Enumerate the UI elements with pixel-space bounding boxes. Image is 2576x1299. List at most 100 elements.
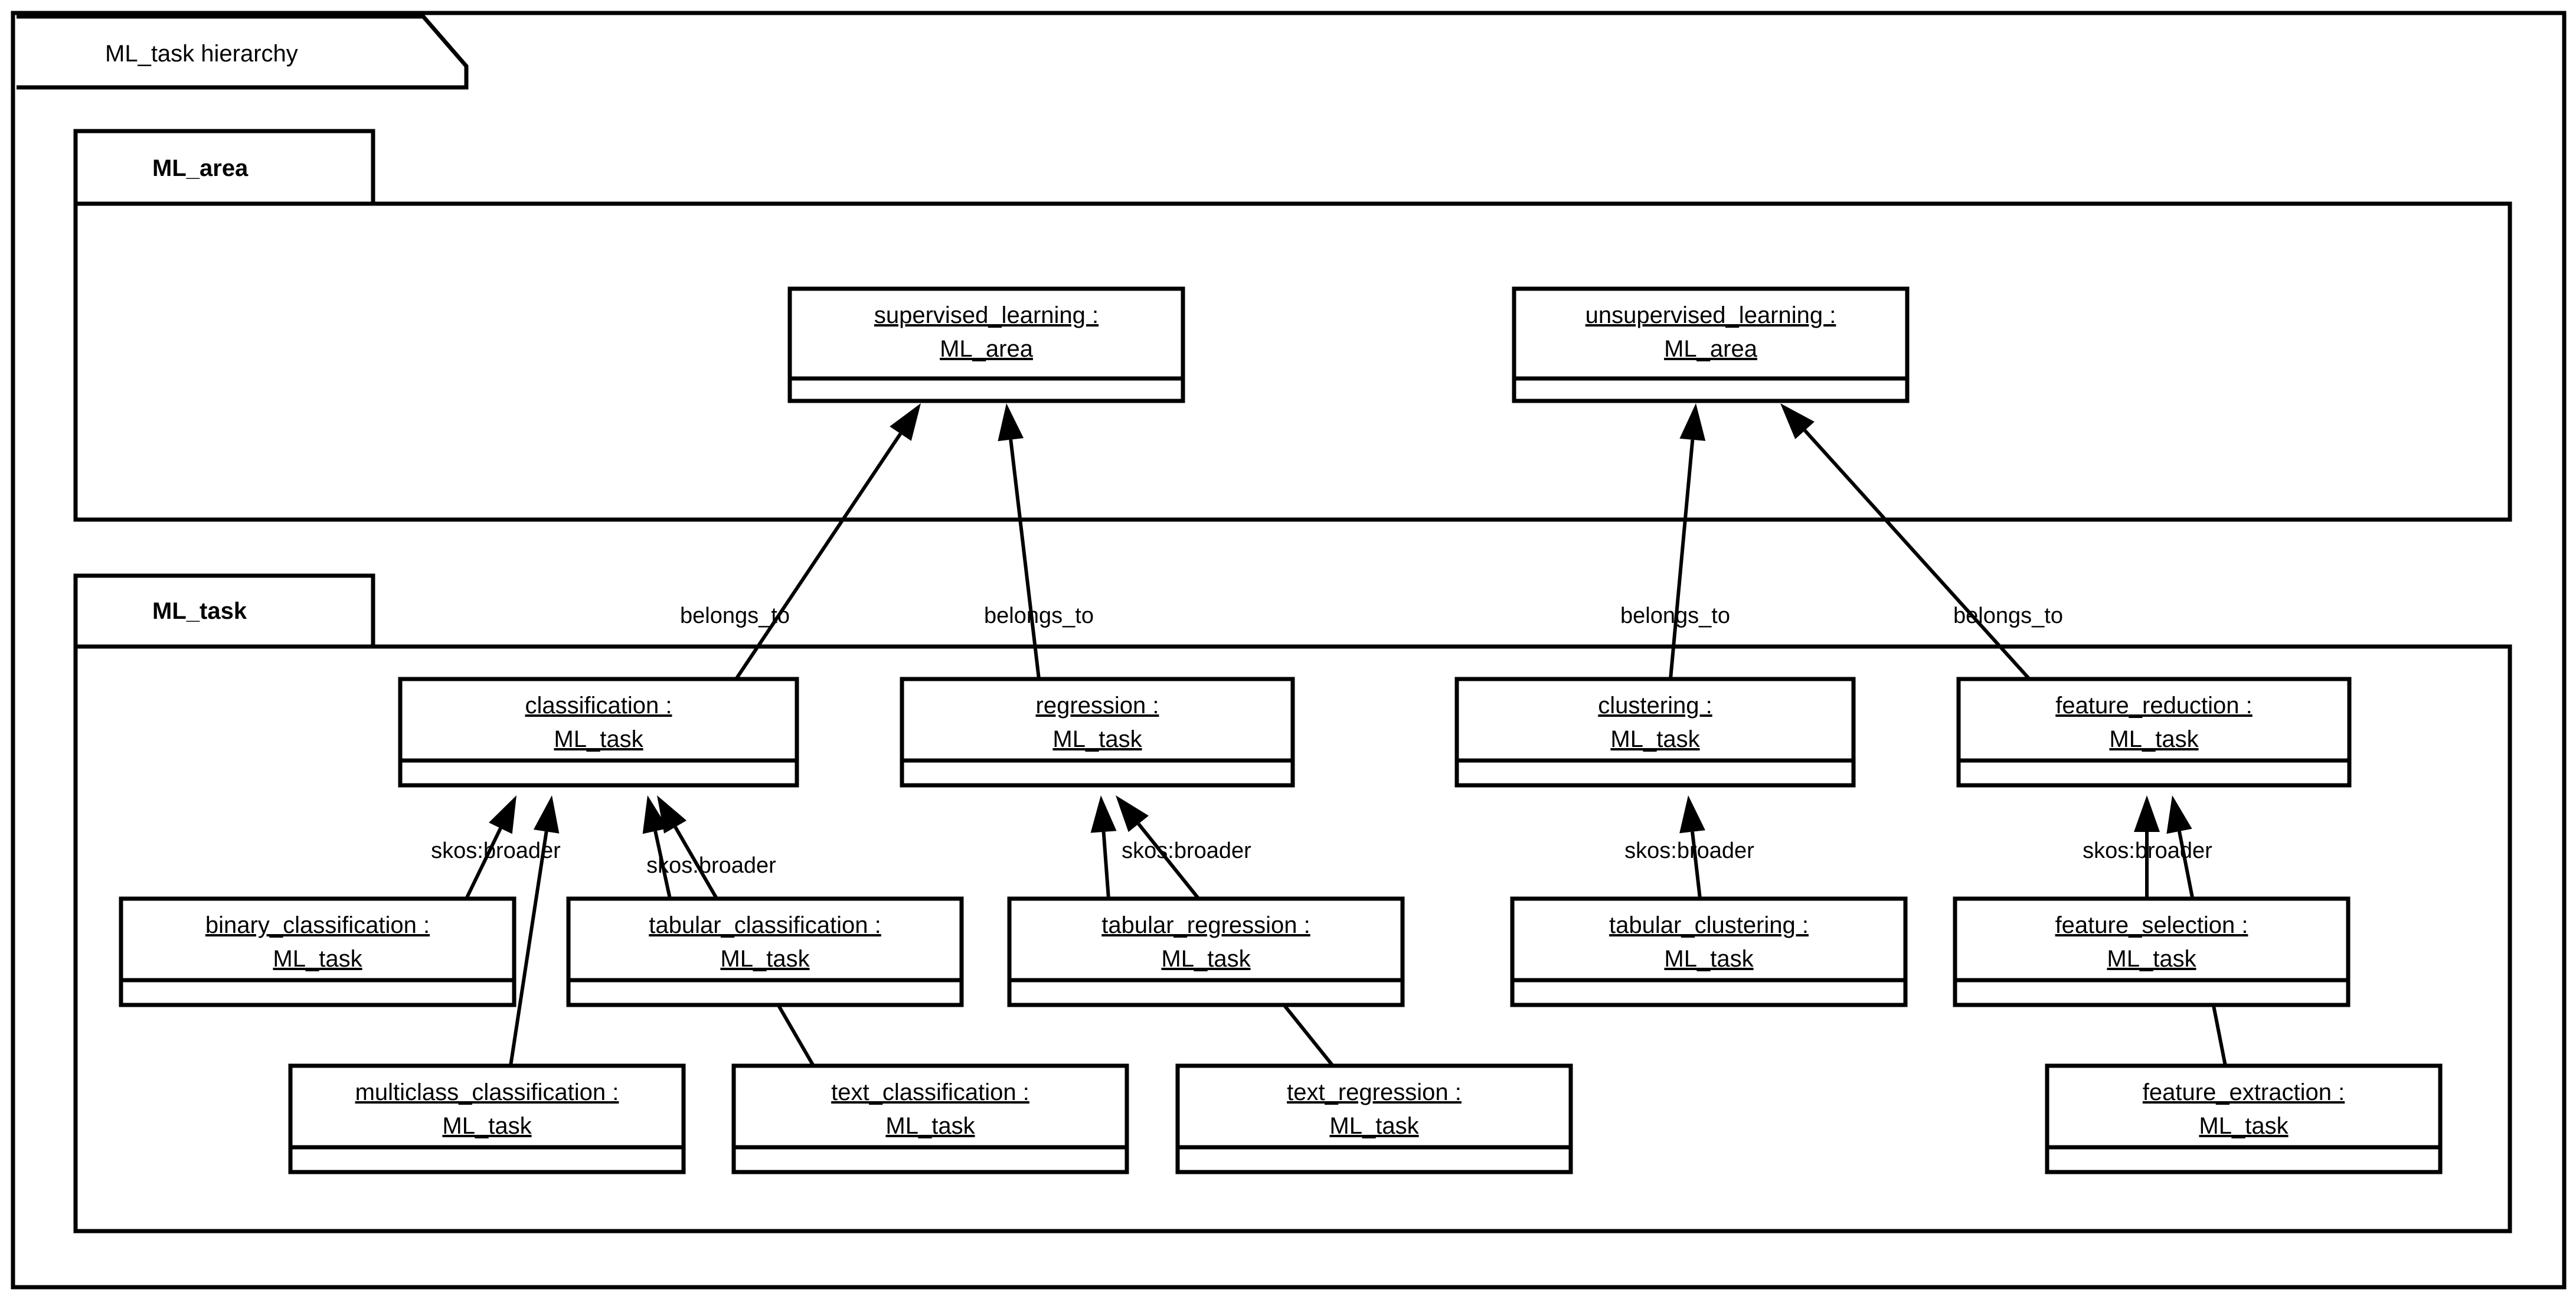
node-box[interactable] — [398, 677, 799, 788]
node-instance-name: multiclass_classification : — [355, 1079, 619, 1105]
edge-label: belongs_to — [1953, 603, 2063, 628]
node-type-name: ML_area — [940, 336, 1034, 362]
node-instance-name: text_regression : — [1287, 1079, 1462, 1105]
package-ml-area-label: ML_area — [152, 155, 249, 181]
edge-line — [1009, 439, 1041, 680]
node-instance-name: tabular_classification : — [649, 912, 881, 938]
object-node-text_classification[interactable]: text_classification : ML_task — [731, 1063, 1129, 1174]
edge-label: skos:broader — [646, 853, 776, 878]
node-box[interactable] — [1007, 896, 1405, 1007]
node-type-name: ML_task — [2199, 1113, 2289, 1139]
node-type-name: ML_task — [273, 946, 362, 972]
object-node-feature_reduction[interactable]: feature_reduction : ML_task — [1956, 677, 2352, 788]
arrow-head-icon — [890, 403, 921, 441]
node-instance-name: regression : — [1036, 693, 1159, 719]
node-box[interactable] — [1454, 677, 1856, 788]
node-box[interactable] — [731, 1063, 1129, 1174]
node-box[interactable] — [1956, 677, 2352, 788]
edge-label: skos:broader — [1122, 838, 1251, 863]
edge-tabular_clustering-to-clustering — [1679, 795, 1705, 899]
object-node-tabular_classification[interactable]: tabular_classification : ML_task — [566, 896, 964, 1007]
object-node-text_regression[interactable]: text_regression : ML_task — [1175, 1063, 1573, 1174]
edge-tabular_classification-to-classification — [642, 795, 672, 899]
package-ml-task: ML_task — [73, 573, 2512, 1233]
node-box[interactable] — [787, 286, 1185, 403]
node-instance-name: feature_selection : — [2055, 912, 2248, 938]
arrow-head-icon — [657, 795, 687, 834]
node-instance-name: tabular_clustering : — [1609, 912, 1809, 938]
edge-label: belongs_to — [984, 603, 1094, 628]
arrow-head-icon — [1780, 403, 1815, 439]
edge-line — [1101, 831, 1110, 899]
arrow-head-icon — [533, 795, 560, 834]
node-instance-name: clustering : — [1598, 693, 1712, 719]
arrow-head-icon — [998, 403, 1024, 442]
edge-label: skos:broader — [2083, 838, 2212, 863]
node-type-name: ML_task — [1664, 946, 1754, 972]
node-instance-name: text_classification : — [831, 1079, 1029, 1105]
node-instance-name: unsupervised_learning : — [1586, 302, 1836, 328]
arrow-head-icon — [2166, 795, 2192, 834]
node-type-name: ML_task — [885, 1113, 975, 1139]
node-type-name: ML_area — [1664, 336, 1758, 362]
object-node-tabular_clustering[interactable]: tabular_clustering : ML_task — [1510, 896, 1908, 1007]
node-instance-name: tabular_regression : — [1101, 912, 1310, 938]
node-type-name: ML_task — [2109, 726, 2199, 752]
frame-title-tab — [17, 14, 469, 90]
node-box[interactable] — [1512, 286, 1910, 403]
object-node-tabular_regression[interactable]: tabular_regression : ML_task — [1007, 896, 1405, 1007]
arrow-head-icon — [1116, 795, 1149, 833]
package-ml-task-body — [73, 644, 2512, 1233]
arrow-head-icon — [1090, 795, 1117, 833]
node-type-name: ML_task — [1329, 1113, 1419, 1139]
node-instance-name: feature_reduction : — [2055, 693, 2253, 719]
edge-label: belongs_to — [680, 603, 790, 628]
object-node-classification[interactable]: classification :ML_task — [398, 677, 799, 788]
object-node-feature_selection[interactable]: feature_selection :ML_task — [1953, 896, 2351, 1007]
node-box[interactable] — [566, 896, 964, 1007]
node-box[interactable] — [900, 677, 1295, 788]
edge-classification-to-supervised_learning — [734, 403, 921, 680]
object-node-binary_classification[interactable]: binary_classification : ML_task — [119, 896, 516, 1007]
arrow-head-icon — [1679, 795, 1705, 834]
nodes-layer: supervised_learning :ML_areaunsupervised… — [119, 286, 2443, 1174]
edge-regression-to-supervised_learning — [998, 403, 1041, 680]
edge-line — [734, 432, 902, 680]
node-box[interactable] — [288, 1063, 686, 1174]
arrow-head-icon — [2134, 795, 2160, 832]
node-type-name: ML_task — [1052, 726, 1142, 752]
node-instance-name: feature_extraction : — [2143, 1079, 2345, 1105]
frame-border — [11, 11, 2567, 1290]
node-instance-name: supervised_learning : — [874, 302, 1099, 328]
edge-line — [653, 830, 672, 899]
edge-multiclass_classification-to-classification — [509, 795, 560, 1066]
node-type-name: ML_task — [1161, 946, 1251, 972]
edge-line — [1669, 439, 1695, 680]
node-instance-name: binary_classification : — [205, 912, 430, 938]
node-type-name: ML_task — [720, 946, 810, 972]
edge-line — [509, 831, 548, 1066]
node-type-name: ML_task — [442, 1113, 532, 1139]
object-node-clustering[interactable]: clustering : ML_task — [1454, 677, 1856, 788]
frame-title-label: ML_task hierarchy — [105, 41, 298, 67]
object-node-regression[interactable]: regression : ML_task — [900, 677, 1295, 788]
object-node-feature_extraction[interactable]: feature_extraction : ML_task — [2045, 1063, 2443, 1174]
node-box[interactable] — [2045, 1063, 2443, 1174]
node-type-name: ML_task — [1610, 726, 1700, 752]
object-node-multiclass_classification[interactable]: multiclass_classification : ML_task — [288, 1063, 686, 1174]
arrow-head-icon — [489, 795, 516, 834]
edge-line — [1803, 429, 2031, 681]
object-node-supervised_learning[interactable]: supervised_learning : ML_area — [787, 286, 1185, 403]
edge-line — [465, 827, 502, 900]
node-box[interactable] — [1175, 1063, 1573, 1174]
node-box[interactable] — [119, 896, 516, 1007]
node-box[interactable] — [1510, 896, 1908, 1007]
arrow-head-icon — [642, 795, 668, 834]
edge-binary_classification-to-classification — [465, 795, 516, 900]
node-box[interactable] — [1953, 896, 2351, 1007]
package-ml-area: ML_area — [73, 129, 2512, 522]
object-node-unsupervised_learning[interactable]: unsupervised_learning : ML_area — [1512, 286, 1910, 403]
edge-tabular_regression-to-regression — [1090, 795, 1117, 899]
node-instance-name: classification : — [525, 693, 672, 719]
